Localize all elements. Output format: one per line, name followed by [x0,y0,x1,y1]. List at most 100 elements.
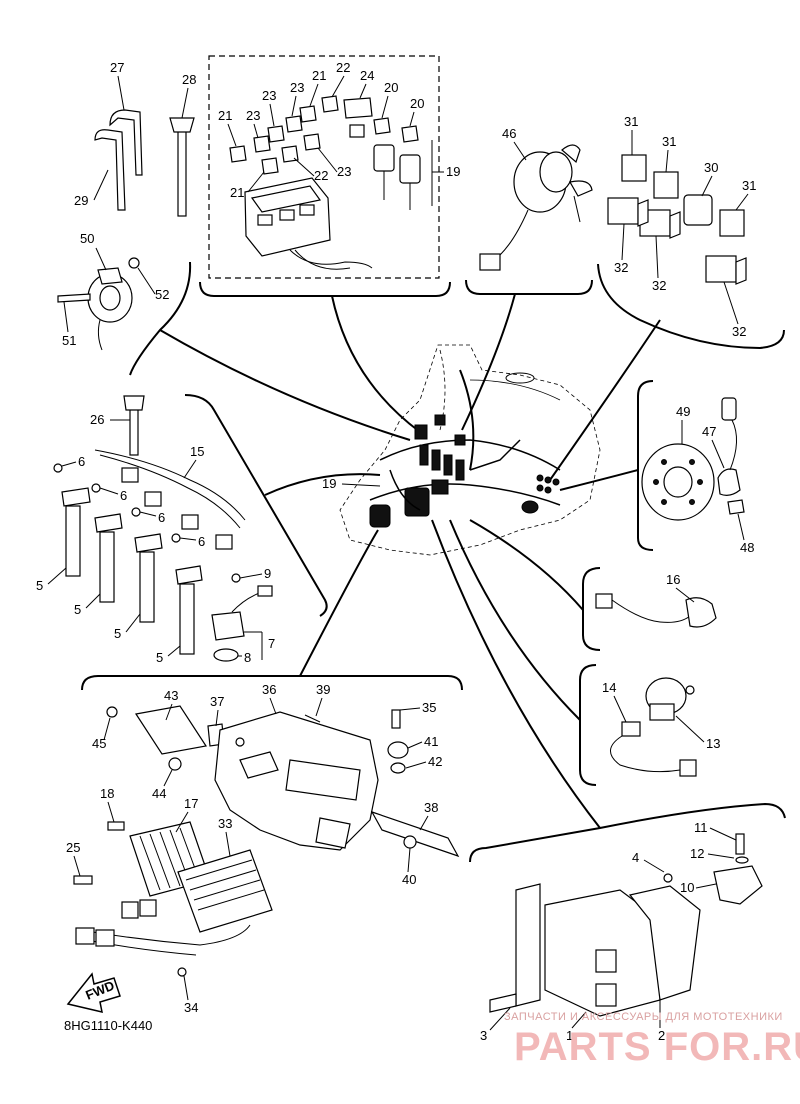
part-label-6-b: 6 [120,488,127,503]
part-label-20-a: 20 [384,80,398,95]
main-switch-parts [479,144,593,271]
diagram-code: 8HG1110-K440 [64,1018,152,1033]
part-label-19-center: 19 [322,476,336,491]
part-label-1: 1 [566,1028,573,1043]
part-label-23-c: 23 [246,108,260,123]
part-label-6-c: 6 [158,510,165,525]
part-label-6-d: 6 [198,534,205,549]
part-label-25: 25 [66,840,80,855]
watermark: ЗАПЧАСТИ И АКСЕССУАРЫ ДЛЯ МОТОТЕХНИКИ PA… [504,1011,800,1069]
horn-parts [57,257,140,351]
part-label-19-fuse: 19 [446,164,460,179]
part-label-47: 47 [702,424,716,439]
part-label-12: 12 [690,846,704,861]
part-label-32-b: 32 [652,278,666,293]
fuse-box-parts [229,95,421,270]
part-label-45: 45 [92,736,106,751]
part-label-22-mid: 22 [314,168,328,183]
part-label-38: 38 [424,800,438,815]
part-label-6-a: 6 [78,454,85,469]
rotor-group-bracket [637,380,654,551]
part-label-7: 7 [268,636,275,651]
sensor16-group-bracket [582,567,601,651]
part-label-44: 44 [152,786,166,801]
relay-parts [607,154,747,285]
part-label-5-a: 5 [36,578,43,593]
main-switch-group-bracket [465,279,593,295]
part-label-15: 15 [190,444,204,459]
part-label-21-left: 21 [218,108,232,123]
part-label-31-c: 31 [742,178,756,193]
battery-group-bracket [469,802,786,863]
part-label-40: 40 [402,872,416,887]
part-label-3: 3 [480,1028,487,1043]
part-label-20-b: 20 [410,96,424,111]
part-label-43: 43 [164,688,178,703]
part-label-46: 46 [502,126,516,141]
part-label-36: 36 [262,682,276,697]
part-label-35: 35 [422,700,436,715]
part-label-32-c: 32 [732,324,746,339]
part-label-5-c: 5 [114,626,121,641]
part-label-23-b: 23 [262,88,276,103]
part-label-16: 16 [666,572,680,587]
sensor-13-parts [610,677,697,777]
fuse-group-bracket [199,281,451,297]
part-label-34: 34 [184,1000,198,1015]
part-label-32-a: 32 [614,260,628,275]
part-label-18: 18 [100,786,114,801]
part-label-11: 11 [694,820,708,835]
part-label-39: 39 [316,682,330,697]
part-label-31-a: 31 [624,114,638,129]
part-label-30: 30 [704,160,718,175]
part-label-28: 28 [182,72,196,87]
part-label-52: 52 [155,287,169,302]
sensor-16-parts [595,593,717,628]
ecu-bracket-parts [73,705,460,977]
coil-group-bracket [184,394,328,617]
part-label-13: 13 [706,736,720,751]
part-label-33: 33 [218,816,232,831]
harness-leader-lines [159,293,661,829]
part-label-21-top: 21 [312,68,326,83]
part-label-29: 29 [74,193,88,208]
part-label-14: 14 [602,680,616,695]
part-label-37: 37 [210,694,224,709]
part-label-41: 41 [424,734,438,749]
part-label-2: 2 [658,1028,665,1043]
part-label-9: 9 [264,566,271,581]
part-label-5-d: 5 [156,650,163,665]
cable-tie-parts [94,109,195,217]
part-label-5-b: 5 [74,602,81,617]
pickup-coil-parts [641,397,745,521]
part-label-42: 42 [428,754,442,769]
part-label-22-top: 22 [336,60,350,75]
part-label-27: 27 [110,60,124,75]
fwd-arrow-icon: FWD [66,972,121,1013]
part-label-31-b: 31 [662,134,676,149]
part-label-49: 49 [676,404,690,419]
ecu-group-bracket [81,675,463,691]
relay-group-bracket [597,263,785,350]
part-label-23-d: 23 [337,164,351,179]
sensor13-group-bracket [579,664,597,786]
part-label-10: 10 [680,880,694,895]
fuse-box-group-frame [208,55,440,279]
ignition-coil-parts [53,395,273,662]
part-label-21-bottom: 21 [230,185,244,200]
watermark-tagline: ЗАПЧАСТИ И АКСЕССУАРЫ ДЛЯ МОТОТЕХНИКИ [504,1011,783,1023]
part-label-17: 17 [184,796,198,811]
part-label-50: 50 [80,231,94,246]
battery-box-parts [489,833,763,1017]
watermark-brand: PARTS FOR.RU [514,1025,800,1069]
part-label-26: 26 [90,412,104,427]
part-label-8: 8 [244,650,251,665]
part-number-labels: 27 28 29 50 52 51 22 21 24 23 23 20 20 2… [36,60,756,1043]
horn-group-bracket [129,261,192,376]
part-label-23-a: 23 [290,80,304,95]
part-label-24: 24 [360,68,374,83]
part-label-51: 51 [62,333,76,348]
motorcycle-frame-outline [339,344,601,556]
part-label-48: 48 [740,540,754,555]
